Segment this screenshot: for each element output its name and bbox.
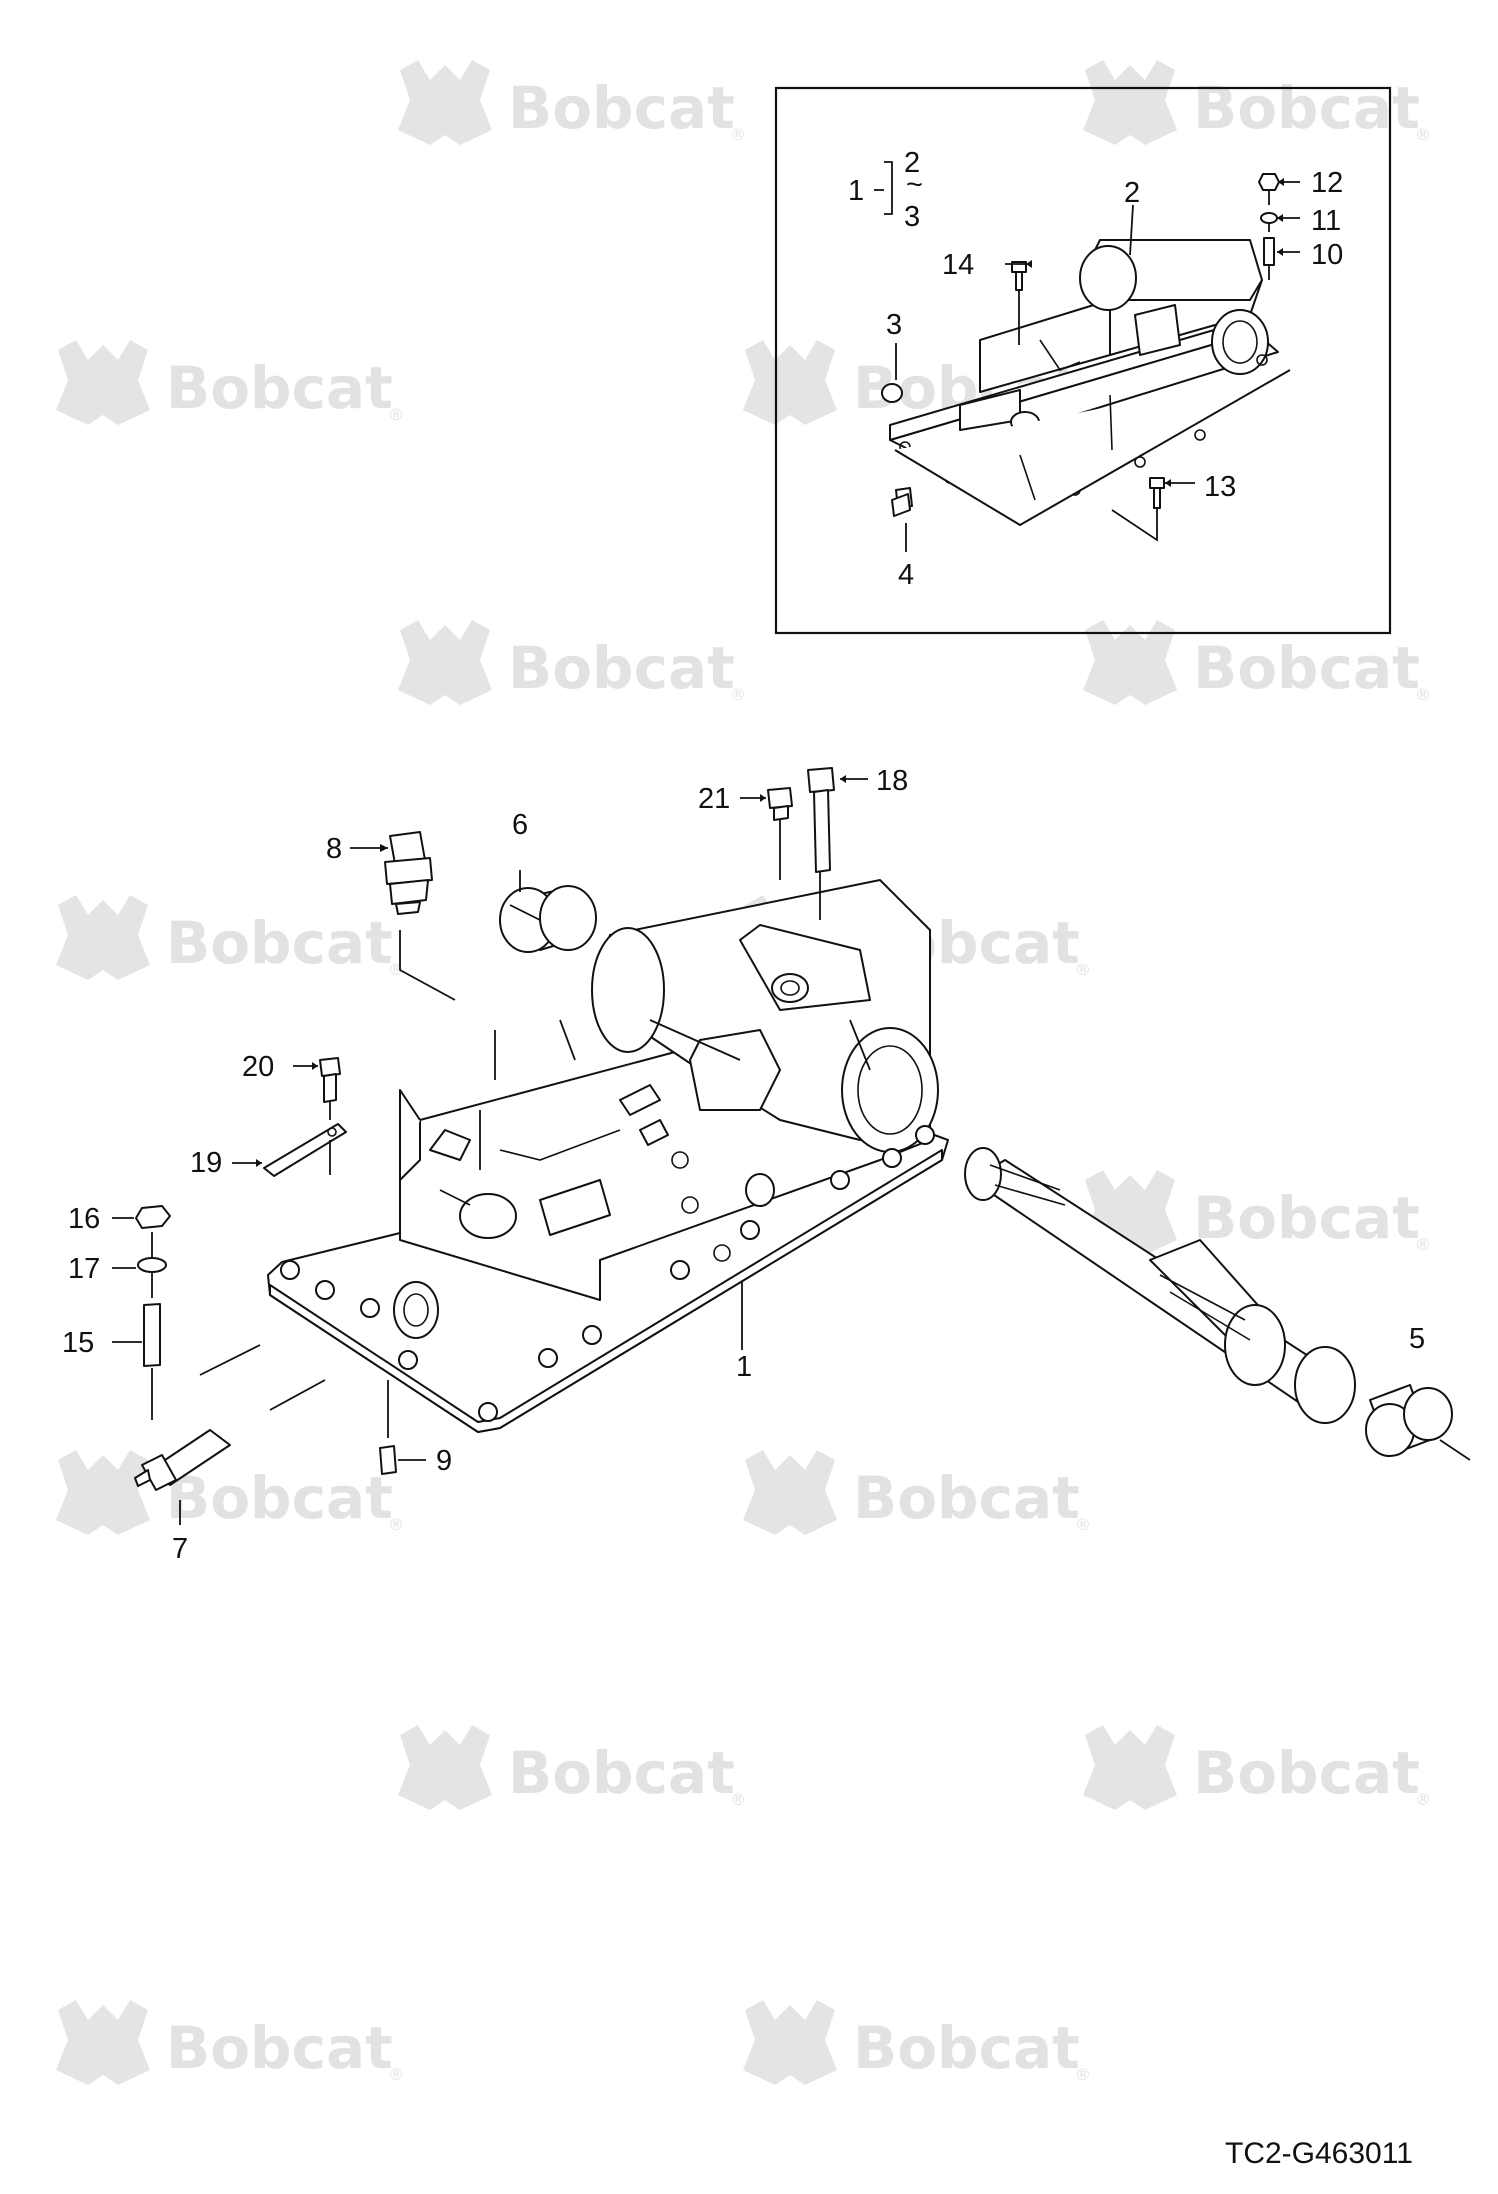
watermark-text: Bobcat (1193, 1184, 1420, 1252)
callout-2: 2 (1124, 177, 1140, 209)
watermark-text: Bobcat (166, 354, 393, 422)
watermark-text: Bobcat (166, 2014, 393, 2082)
bobcat-logo-icon (398, 1725, 492, 1810)
callout-group-range-bottom: 3 (904, 201, 920, 233)
bobcat-logo-icon (1083, 620, 1177, 705)
callout-10: 10 (1311, 239, 1343, 271)
bobcat-watermark: Bobcat ® (56, 895, 404, 980)
callout-21: 21 (698, 783, 730, 815)
callout-12: 12 (1311, 167, 1343, 199)
splined-shaft (964, 1147, 1356, 1424)
bobcat-logo-icon (743, 1450, 837, 1535)
bobcat-logo-icon (56, 340, 150, 425)
bobcat-watermark: Bobcat ® (398, 1725, 746, 1810)
nut-washer-stud (135, 1205, 171, 1367)
watermark-registered: ® (1075, 1515, 1091, 1534)
inset-callouts: 1 2 ~ 3 2 3 4 10 11 12 13 14 (848, 147, 1343, 591)
callout-3: 3 (886, 309, 902, 341)
main-leaders (112, 775, 1471, 1525)
callout-1: 1 (736, 1351, 752, 1383)
bolt-part-20 (319, 1057, 341, 1103)
watermark-text: Bobcat (166, 1464, 393, 1532)
lift-cover-housing (267, 879, 949, 1433)
callout-19: 19 (190, 1147, 222, 1179)
callout-11: 11 (1311, 205, 1341, 237)
watermark-registered: ® (1415, 125, 1431, 144)
watermark-text: Bobcat (1193, 1739, 1420, 1807)
bobcat-watermark: Bobcat ® (743, 1450, 1091, 1535)
bobcat-watermark: Bobcat ® (56, 1450, 404, 1535)
watermark-registered: ® (730, 685, 746, 704)
bobcat-watermark: Bobcat ® (1083, 1170, 1431, 1255)
inset-frame (774, 86, 1392, 635)
callout-15: 15 (62, 1327, 94, 1359)
drawing-number: TC2-G463011 (1225, 2137, 1413, 2170)
valve-part-8 (384, 831, 433, 915)
bobcat-logo-icon (56, 2000, 150, 2085)
watermark-registered: ® (730, 1790, 746, 1809)
pin-part-9 (379, 1445, 397, 1475)
callout-5: 5 (1409, 1323, 1425, 1355)
callout-1-group: 1 (848, 175, 864, 207)
watermark-text: Bobcat (1193, 634, 1420, 702)
watermark-registered: ® (730, 125, 746, 144)
callout-16: 16 (68, 1203, 100, 1235)
bobcat-logo-icon (1083, 1725, 1177, 1810)
watermark-registered: ® (1415, 685, 1431, 704)
bushing-part-5 (1365, 1384, 1453, 1457)
bushing-part-6 (499, 885, 597, 953)
plate-part-19 (263, 1123, 347, 1177)
sensor-part-7 (134, 1429, 231, 1491)
inset-housing-drawing (881, 239, 1291, 526)
bobcat-watermark: Bobcat ® (56, 340, 404, 425)
watermark-registered: ® (1415, 1790, 1431, 1809)
watermark-text: Bobcat (1193, 74, 1420, 142)
callout-4: 4 (898, 559, 914, 591)
watermark-registered: ® (1075, 960, 1091, 979)
watermark-registered: ® (388, 1515, 404, 1534)
watermark-registered: ® (388, 960, 404, 979)
watermark-text: Bobcat (508, 74, 735, 142)
callout-14: 14 (942, 249, 974, 281)
callout-17: 17 (68, 1253, 100, 1285)
watermark-registered: ® (388, 2065, 404, 2084)
bobcat-watermark: Bobcat ® (398, 620, 746, 705)
bobcat-logo-icon (743, 2000, 837, 2085)
callout-9: 9 (436, 1445, 452, 1477)
bobcat-watermark: Bobcat ® (56, 2000, 404, 2085)
bobcat-logo-icon (743, 340, 837, 425)
bobcat-watermark: Bobcat ® (1083, 620, 1431, 705)
bobcat-watermark: Bobcat ® (1083, 60, 1431, 145)
plug-part-21 (767, 787, 793, 821)
watermark-registered: ® (388, 405, 404, 424)
bobcat-logo-icon (398, 620, 492, 705)
bobcat-logo-icon (398, 60, 492, 145)
callout-18: 18 (876, 765, 908, 797)
watermark-registered: ® (1415, 1235, 1431, 1254)
watermark-text: Bobcat (853, 2014, 1080, 2082)
bobcat-watermark: Bobcat ® (398, 60, 746, 145)
watermark-registered: ® (1075, 2065, 1091, 2084)
watermark-text: Bobcat (508, 634, 735, 702)
watermark-text: Bobcat (508, 1739, 735, 1807)
callout-13: 13 (1204, 471, 1236, 503)
main-callouts: 1 5 6 7 8 9 15 16 17 18 19 20 21 (62, 765, 1425, 1565)
inset-leaders (874, 161, 1300, 552)
callout-6: 6 (512, 809, 528, 841)
callout-20: 20 (242, 1051, 274, 1083)
bobcat-watermark: Bobcat ® (1083, 1725, 1431, 1810)
bobcat-watermark: Bobcat ® (743, 2000, 1091, 2085)
bobcat-logo-icon (56, 895, 150, 980)
watermark-text: Bobcat (853, 1464, 1080, 1532)
bolt-part-18 (807, 767, 835, 873)
callout-group-range-top: 2 (904, 147, 920, 179)
bobcat-logo-icon (56, 1450, 150, 1535)
callout-7: 7 (172, 1533, 188, 1565)
watermark-text: Bobcat (166, 909, 393, 977)
callout-8: 8 (326, 833, 342, 865)
bobcat-logo-icon (1083, 60, 1177, 145)
callout-group-range-sep: ~ (906, 169, 923, 201)
